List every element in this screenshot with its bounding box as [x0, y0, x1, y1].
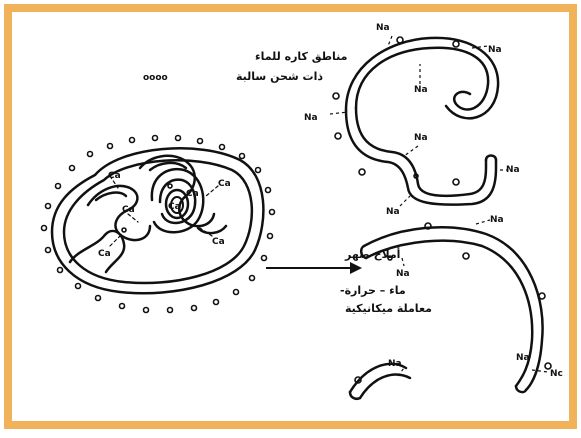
ca-label: Ca [218, 179, 231, 189]
ca-label: Ca [108, 171, 121, 181]
na-label: Na [506, 165, 520, 175]
hydrophobic-label-line2: ذات شحن سالبة [236, 70, 323, 83]
hydrophobic-dots-legend: oooo [143, 73, 168, 83]
na-label: Nc [550, 369, 563, 379]
hydrophobic-label-line1: مناطق كاره للماء [255, 50, 347, 63]
arrow-label-conditions1: ماء – حرارة- [340, 284, 406, 297]
na-label: Na [396, 269, 410, 279]
arrow-label-conditions2: معاملة ميكانيكية [345, 302, 432, 315]
na-label: Na [414, 133, 428, 143]
na-label: Na [388, 359, 402, 369]
na-label: Na [304, 113, 318, 123]
ca-label: Ca [98, 249, 111, 259]
na-label: Na [414, 85, 428, 95]
ca-label: Ca [168, 202, 181, 212]
ca-label: Ca [186, 189, 199, 199]
na-label: Na [386, 207, 400, 217]
na-label: Na [488, 45, 502, 55]
ca-label: Ca [212, 237, 225, 247]
ca-label: Ca [122, 205, 135, 215]
na-label: Na [376, 23, 390, 33]
na-label: Na [516, 353, 530, 363]
na-label: Na [490, 215, 504, 225]
